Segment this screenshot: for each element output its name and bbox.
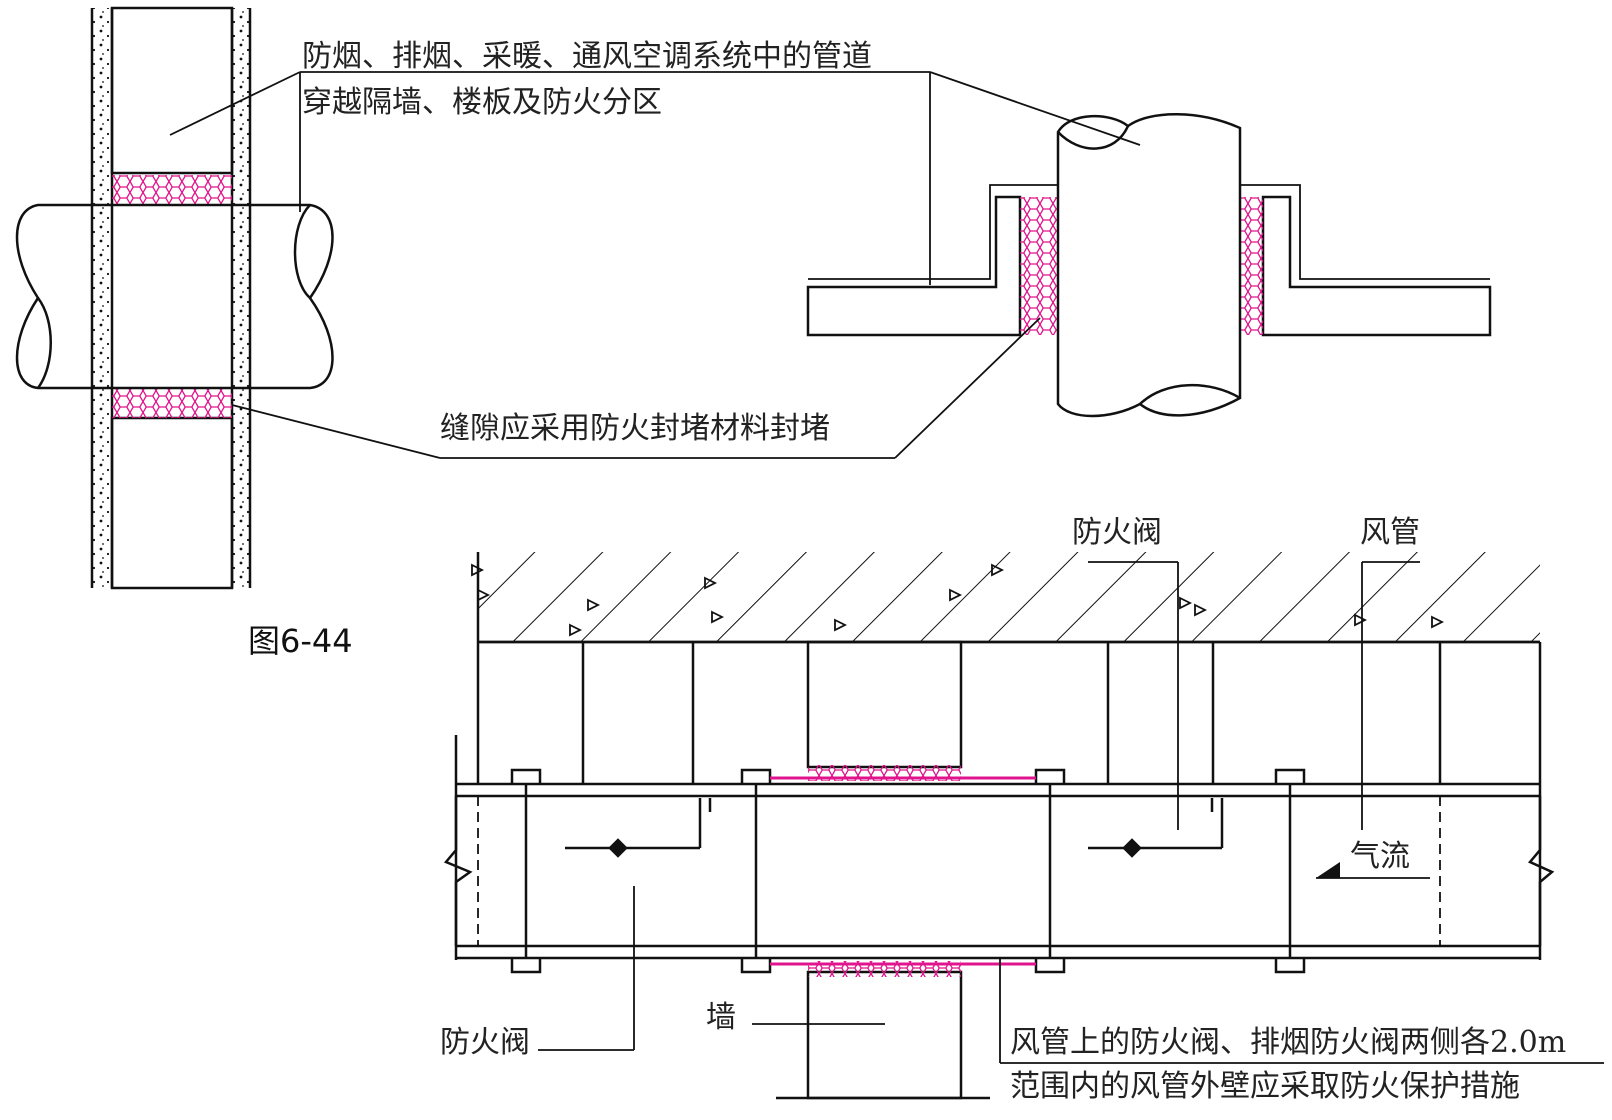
wall-lower	[110, 416, 234, 590]
sealant-floor-left	[1020, 197, 1058, 335]
sealant-floor-right	[1240, 197, 1263, 335]
note-line2: 范围内的风管外壁应采取防火保护措施	[1010, 1069, 1520, 1104]
wall-top-section	[806, 640, 963, 769]
sealant-upper	[112, 175, 232, 205]
figure-number: 图6-44	[248, 622, 353, 660]
ceiling-slab	[478, 552, 1540, 642]
floor-penetration-detail	[806, 113, 1492, 418]
sealant-lower	[112, 388, 232, 418]
label-fire-damper-bottom: 防火阀	[440, 1025, 530, 1060]
label-airflow: 气流	[1350, 839, 1410, 874]
pipe-vertical	[1056, 113, 1242, 418]
wall-upper	[110, 6, 234, 175]
plaster-right	[232, 8, 250, 588]
label-ducts-line1: 防烟、排烟、采暖、通风空调系统中的管道	[302, 39, 872, 74]
damper-left	[565, 798, 712, 858]
damper-right	[1088, 798, 1224, 858]
duct-assembly	[443, 552, 1555, 1100]
label-gap-seal: 缝隙应采用防火封堵材料封堵	[440, 411, 830, 446]
wall-bottom-section	[806, 970, 963, 1100]
leader-lines-bottom	[538, 561, 1604, 1064]
label-air-duct: 风管	[1360, 515, 1420, 550]
leader-lines-top	[169, 71, 1141, 459]
airflow-arrow-icon	[1316, 862, 1340, 878]
note-line1: 风管上的防火阀、排烟防火阀两侧各2.0m	[1010, 1025, 1566, 1060]
label-fire-damper-top: 防火阀	[1072, 515, 1162, 550]
floor-slab-right	[1261, 195, 1492, 337]
floor-slab-left	[806, 195, 1022, 337]
pipe-horizontal	[15, 203, 334, 390]
fire-protection-wrap	[770, 765, 1036, 977]
label-ducts-line2: 穿越隔墙、楼板及防火分区	[302, 85, 662, 120]
plaster-left	[92, 8, 112, 588]
wall-penetration-detail	[15, 6, 334, 590]
label-wall: 墙	[706, 1000, 736, 1035]
